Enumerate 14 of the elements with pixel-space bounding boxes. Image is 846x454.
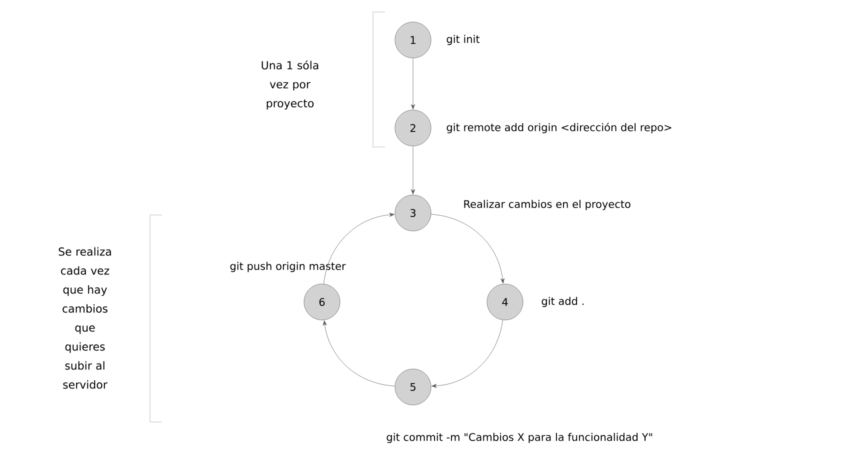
arrow <box>432 320 503 388</box>
arrow <box>411 146 415 194</box>
note-text: Se realiza cada vez que hay cambios que quieres subir al servidor <box>58 247 111 389</box>
arrow <box>430 214 505 284</box>
arrow <box>411 58 415 110</box>
arrow <box>324 212 394 284</box>
command-text: git init <box>446 34 480 46</box>
command-text: Realizar cambios en el proyecto <box>464 200 630 210</box>
command-text: git add . <box>542 296 584 308</box>
command-text: git push origin master <box>230 262 346 272</box>
command-text: git remote add origin <dirección del repo> <box>446 122 672 134</box>
arrow <box>322 320 396 386</box>
command-text: git commit -m "Cambios X para la funcionalidad Y" <box>386 432 652 444</box>
note-text: Una 1 sóla vez por proyecto <box>262 60 318 110</box>
